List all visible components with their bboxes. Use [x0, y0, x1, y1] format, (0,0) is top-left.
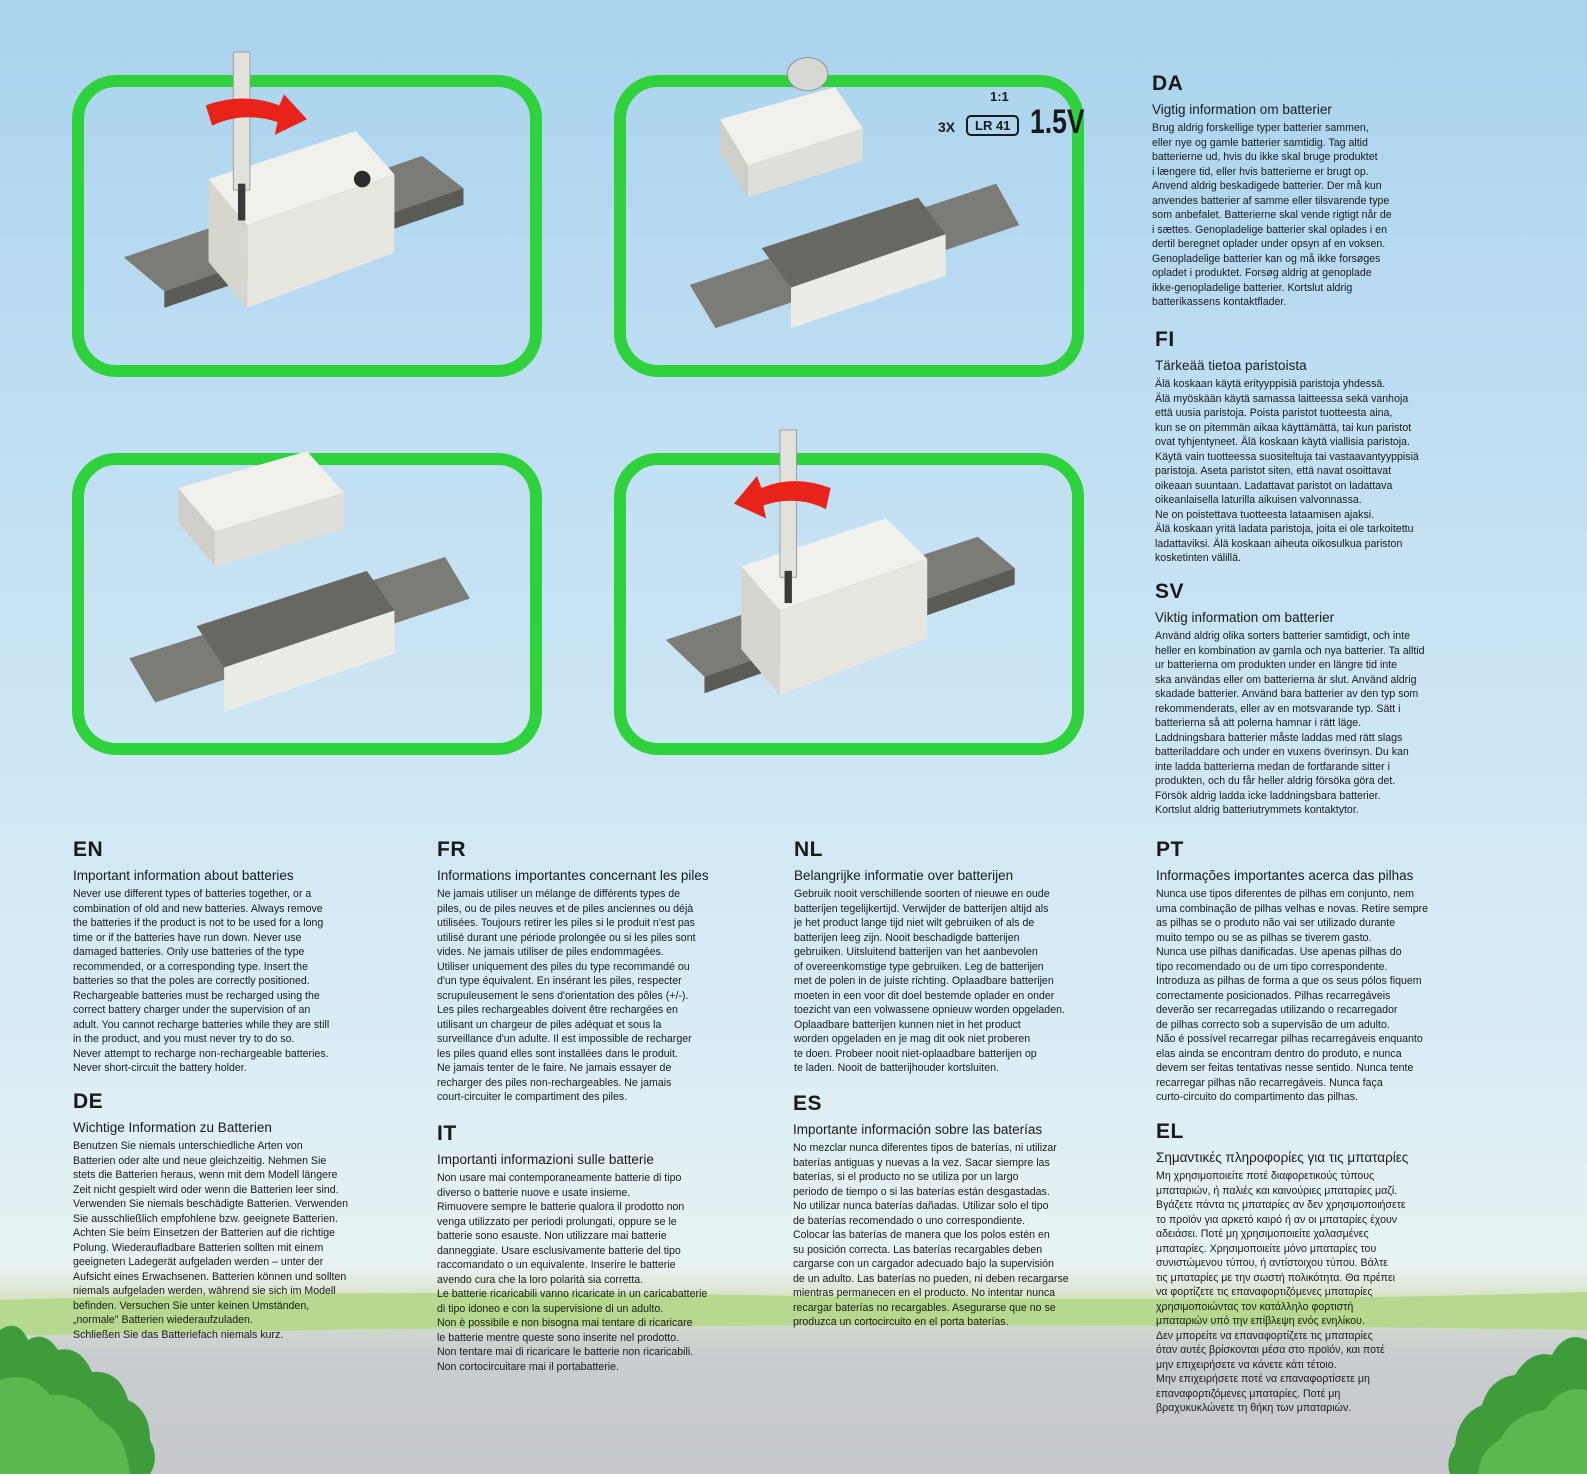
section-it-code: IT: [437, 1122, 457, 1145]
battery-cover-front: [208, 179, 248, 308]
section-en: EN Important information about batteries…: [73, 838, 373, 1076]
section-it-title: Importanti informazioni sulle batterie: [437, 1152, 654, 1167]
battery-cover-lifted-front: [178, 488, 215, 567]
section-fi-title: Tärkeää tietoa paristoista: [1155, 358, 1307, 373]
step-2-illustration: [689, 57, 1020, 329]
rotate-arrow-icon: [733, 476, 831, 519]
battery-ratio: 1:1: [990, 89, 1009, 104]
step-2-panel: 1:1 3X LR 41 1.5V: [614, 57, 1085, 377]
battery-voltage: 1.5V: [1030, 103, 1085, 141]
battery-cover-front: [741, 566, 780, 696]
step-4-illustration: [665, 429, 1015, 696]
battery-type-badge: LR 41: [966, 115, 1020, 136]
section-en-body: Never use different types of batteries t…: [73, 888, 330, 1074]
section-es-body: No mezclar nunca diferentes tipos de bat…: [793, 1142, 1069, 1328]
section-el: EL Σημαντικές πληροφορίες για τις μπαταρ…: [1156, 1120, 1466, 1416]
step-1-panel: [72, 51, 542, 377]
section-de-title: Wichtige Information zu Batterien: [73, 1120, 272, 1135]
section-nl-body: Gebruik nooit verschillende soorten of n…: [794, 888, 1065, 1074]
battery-compartment-wall: [791, 234, 946, 329]
rotate-arrow-icon: [205, 94, 307, 135]
section-pt-title: Informações importantes acerca das pilha…: [1156, 868, 1414, 883]
screwdriver-tip: [784, 570, 792, 604]
screw-hole: [353, 170, 371, 188]
section-fi: FI Tärkeää tietoa paristoista Älä koskaa…: [1155, 328, 1465, 566]
bush-right-highlight: [1478, 1389, 1587, 1474]
section-fi-code: FI: [1155, 328, 1175, 351]
section-el-body: Μη χρησιμοποιείτε ποτέ διαφορετικούς τύπ…: [1156, 1170, 1406, 1414]
battery-cover-brick-lifted: [178, 451, 344, 532]
section-sv-title: Viktig information om batterier: [1155, 610, 1335, 625]
step-3-panel: [72, 451, 542, 755]
battery-compartment-wall: [224, 610, 395, 712]
section-da: DA Vigtig information om batterier Brug …: [1152, 72, 1462, 310]
step-3-illustration: [129, 451, 470, 712]
section-en-title: Important information about batteries: [73, 868, 294, 883]
section-sv-code: SV: [1155, 580, 1185, 603]
section-pt: PT Informações importantes acerca das pi…: [1156, 838, 1466, 1105]
section-es: ES Importante información sobre las bate…: [793, 1092, 1093, 1330]
screwdriver-tip: [237, 183, 246, 221]
section-fr-title: Informations importantes concernant les …: [437, 868, 709, 883]
section-fr-body: Ne jamais utiliser un mélange de différe…: [437, 888, 696, 1103]
section-da-body: Brug aldrig forskellige typer batterier …: [1152, 122, 1392, 308]
section-pt-body: Nunca use tipos diferentes de pilhas em …: [1156, 888, 1429, 1103]
battery-cover-brick-lifted: [720, 87, 863, 166]
section-nl-title: Belangrijke informatie over batterijen: [794, 868, 1014, 883]
section-de-body: Benutzen Sie niemals unterschiedliche Ar…: [73, 1140, 349, 1341]
section-de-code: DE: [73, 1090, 104, 1113]
battery-compartment: [196, 570, 395, 668]
screwdriver-icon: [232, 51, 251, 191]
bush-left-highlight: [0, 1377, 130, 1474]
section-da-code: DA: [1152, 72, 1184, 95]
section-pt-code: PT: [1156, 838, 1184, 861]
section-fi-body: Älä koskaan käytä erityyppisiä paristoja…: [1155, 378, 1419, 564]
grass-band: [0, 1292, 1587, 1336]
coin-battery-icon: [786, 57, 829, 92]
battery-quantity: 3X: [938, 119, 956, 135]
battery-cover-lifted-side: [214, 492, 344, 567]
step-1-illustration: [123, 51, 464, 308]
battery-compartment: [761, 197, 946, 288]
battery-cover-lifted-side: [747, 128, 863, 198]
section-el-code: EL: [1156, 1120, 1184, 1143]
section-es-code: ES: [793, 1092, 823, 1115]
battery-spec: 1:1 3X LR 41 1.5V: [938, 89, 1098, 149]
section-it: IT Importanti informazioni sulle batteri…: [437, 1122, 737, 1374]
section-es-title: Importante información sobre las batería…: [793, 1122, 1043, 1137]
section-sv-body: Använd aldrig olika sorters batterier sa…: [1155, 630, 1425, 816]
battery-cover-side: [247, 174, 395, 308]
section-en-code: EN: [73, 838, 104, 861]
section-da-title: Vigtig information om batterier: [1152, 102, 1332, 117]
section-sv: SV Viktig information om batterier Använ…: [1155, 580, 1465, 818]
section-de: DE Wichtige Information zu Batterien Ben…: [73, 1090, 373, 1342]
section-nl: NL Belangrijke informatie over batterije…: [794, 838, 1094, 1076]
section-it-body: Non usare mai contemporaneamente batteri…: [437, 1172, 708, 1373]
section-fr: FR Informations importantes concernant l…: [437, 838, 737, 1105]
screwdriver-icon: [779, 429, 797, 578]
step-4-panel: [614, 429, 1084, 755]
section-fr-code: FR: [437, 838, 466, 861]
battery-cover-lifted-front: [720, 119, 748, 198]
battery-cover-brick: [208, 131, 395, 226]
battery-cover-side: [779, 558, 928, 696]
section-nl-code: NL: [794, 838, 823, 861]
section-el-title: Σημαντικές πληροφορίες για τις μπαταρίες: [1156, 1150, 1409, 1165]
